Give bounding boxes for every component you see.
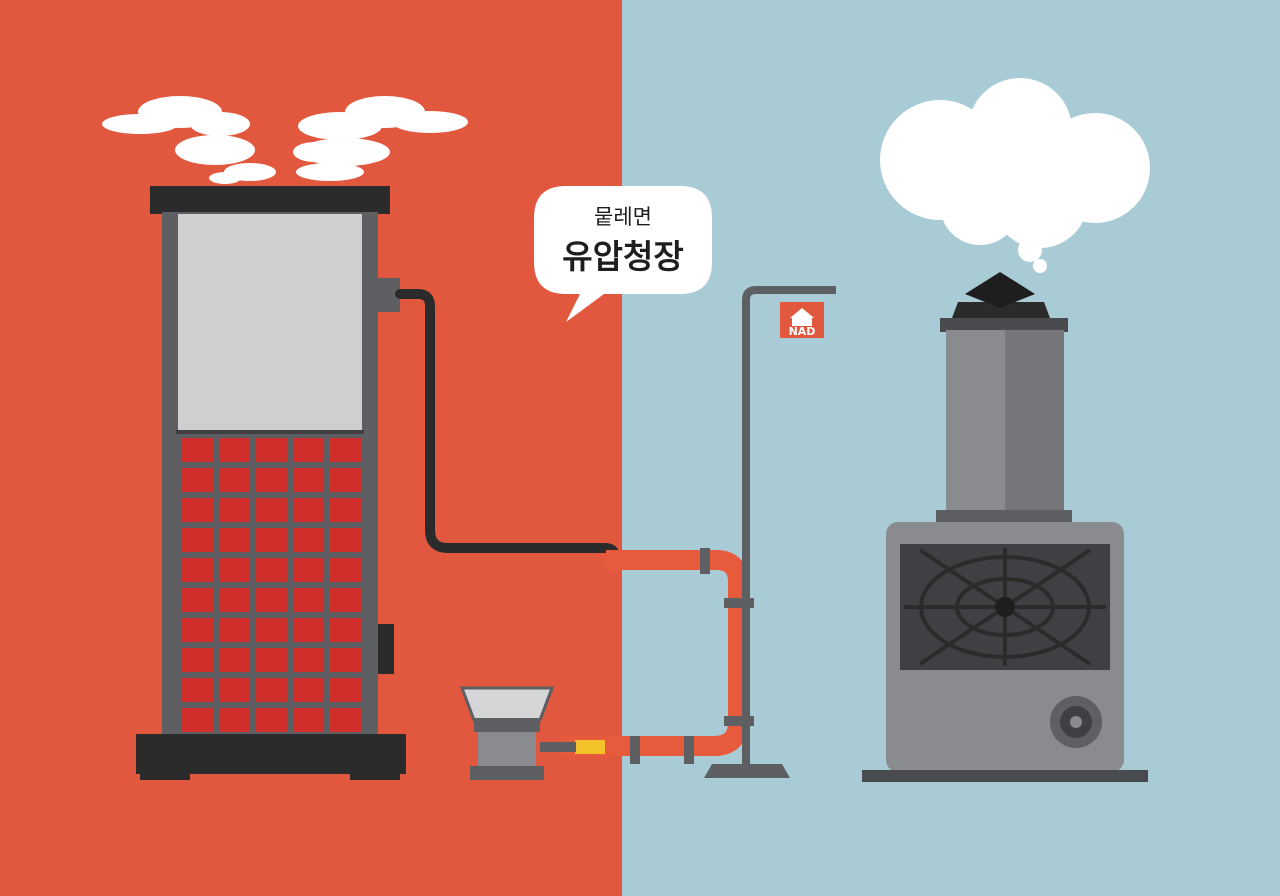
sign-label: NAD xyxy=(789,325,816,338)
bubble-line-2: 유압청장 xyxy=(562,237,683,276)
tower-grid-cell xyxy=(219,438,250,462)
tower-grid-cell xyxy=(182,648,213,672)
tower-grid-cell xyxy=(293,618,324,642)
tower-grid-cell xyxy=(256,648,287,672)
tower-grid-cell xyxy=(330,558,361,582)
speech-bubble: 뭍레면 유압청장 xyxy=(534,186,712,322)
tower-grid xyxy=(182,438,361,762)
tower-grid-cell xyxy=(182,498,213,522)
tower-grid-cell xyxy=(293,678,324,702)
tower-grid-cell xyxy=(256,438,287,462)
tower-grid-cell xyxy=(182,708,213,732)
tower-grid-cell xyxy=(256,498,287,522)
tower-grid-cell xyxy=(330,708,361,732)
tower-grid-cell xyxy=(182,468,213,492)
tower-grid-cell xyxy=(182,618,213,642)
bubble-line-1: 뭍레면 xyxy=(594,205,652,229)
tower-grid-cell xyxy=(330,498,361,522)
tower-grid-cell xyxy=(330,468,361,492)
tower-grid-cell xyxy=(330,588,361,612)
tower-grid-cell xyxy=(293,498,324,522)
tower-grid-cell xyxy=(293,558,324,582)
tower-grid-cell xyxy=(256,468,287,492)
tower-grid-cell xyxy=(293,468,324,492)
tower-grid-cell xyxy=(256,588,287,612)
tower-grid-cell xyxy=(330,618,361,642)
tower-grid-cell xyxy=(182,558,213,582)
tower-grid-cell xyxy=(219,588,250,612)
supply-pipe xyxy=(540,548,754,764)
tower-grid-cell xyxy=(256,618,287,642)
tower-grid-cell xyxy=(293,588,324,612)
tower-grid-cell xyxy=(182,438,213,462)
tower-grid-cell xyxy=(256,558,287,582)
tower-grid-cell xyxy=(219,648,250,672)
tower-grid-cell xyxy=(219,558,250,582)
tower-grid-cell xyxy=(219,468,250,492)
tower-grid-cell xyxy=(256,528,287,552)
tower-grid-cell xyxy=(330,678,361,702)
heat-pump-unit xyxy=(862,272,1148,782)
tower-grid-cell xyxy=(219,678,250,702)
tower-grid-cell xyxy=(256,678,287,702)
tower-grid-cell xyxy=(182,678,213,702)
tower-grid-cell xyxy=(219,528,250,552)
return-pipe xyxy=(395,289,619,559)
tower-grid-cell xyxy=(293,528,324,552)
tower-steam xyxy=(102,96,468,184)
tower-grid-cell xyxy=(330,648,361,672)
tower-grid-cell xyxy=(256,708,287,732)
cooling-tower xyxy=(136,186,406,780)
exhaust-cloud xyxy=(880,78,1150,273)
tower-grid-cell xyxy=(293,438,324,462)
tower-grid-cell xyxy=(182,528,213,552)
strainer-pump xyxy=(459,686,555,780)
tower-grid-cell xyxy=(182,588,213,612)
tower-grid-cell xyxy=(293,648,324,672)
tower-grid-cell xyxy=(219,498,250,522)
tower-grid-cell xyxy=(219,708,250,732)
tower-grid-cell xyxy=(293,708,324,732)
tower-grid-cell xyxy=(330,438,361,462)
tower-grid-cell xyxy=(219,618,250,642)
sign-post: NAD xyxy=(704,286,836,778)
small-fan-icon xyxy=(1050,696,1102,748)
house-icon xyxy=(790,308,814,326)
tower-grid-cell xyxy=(330,528,361,552)
